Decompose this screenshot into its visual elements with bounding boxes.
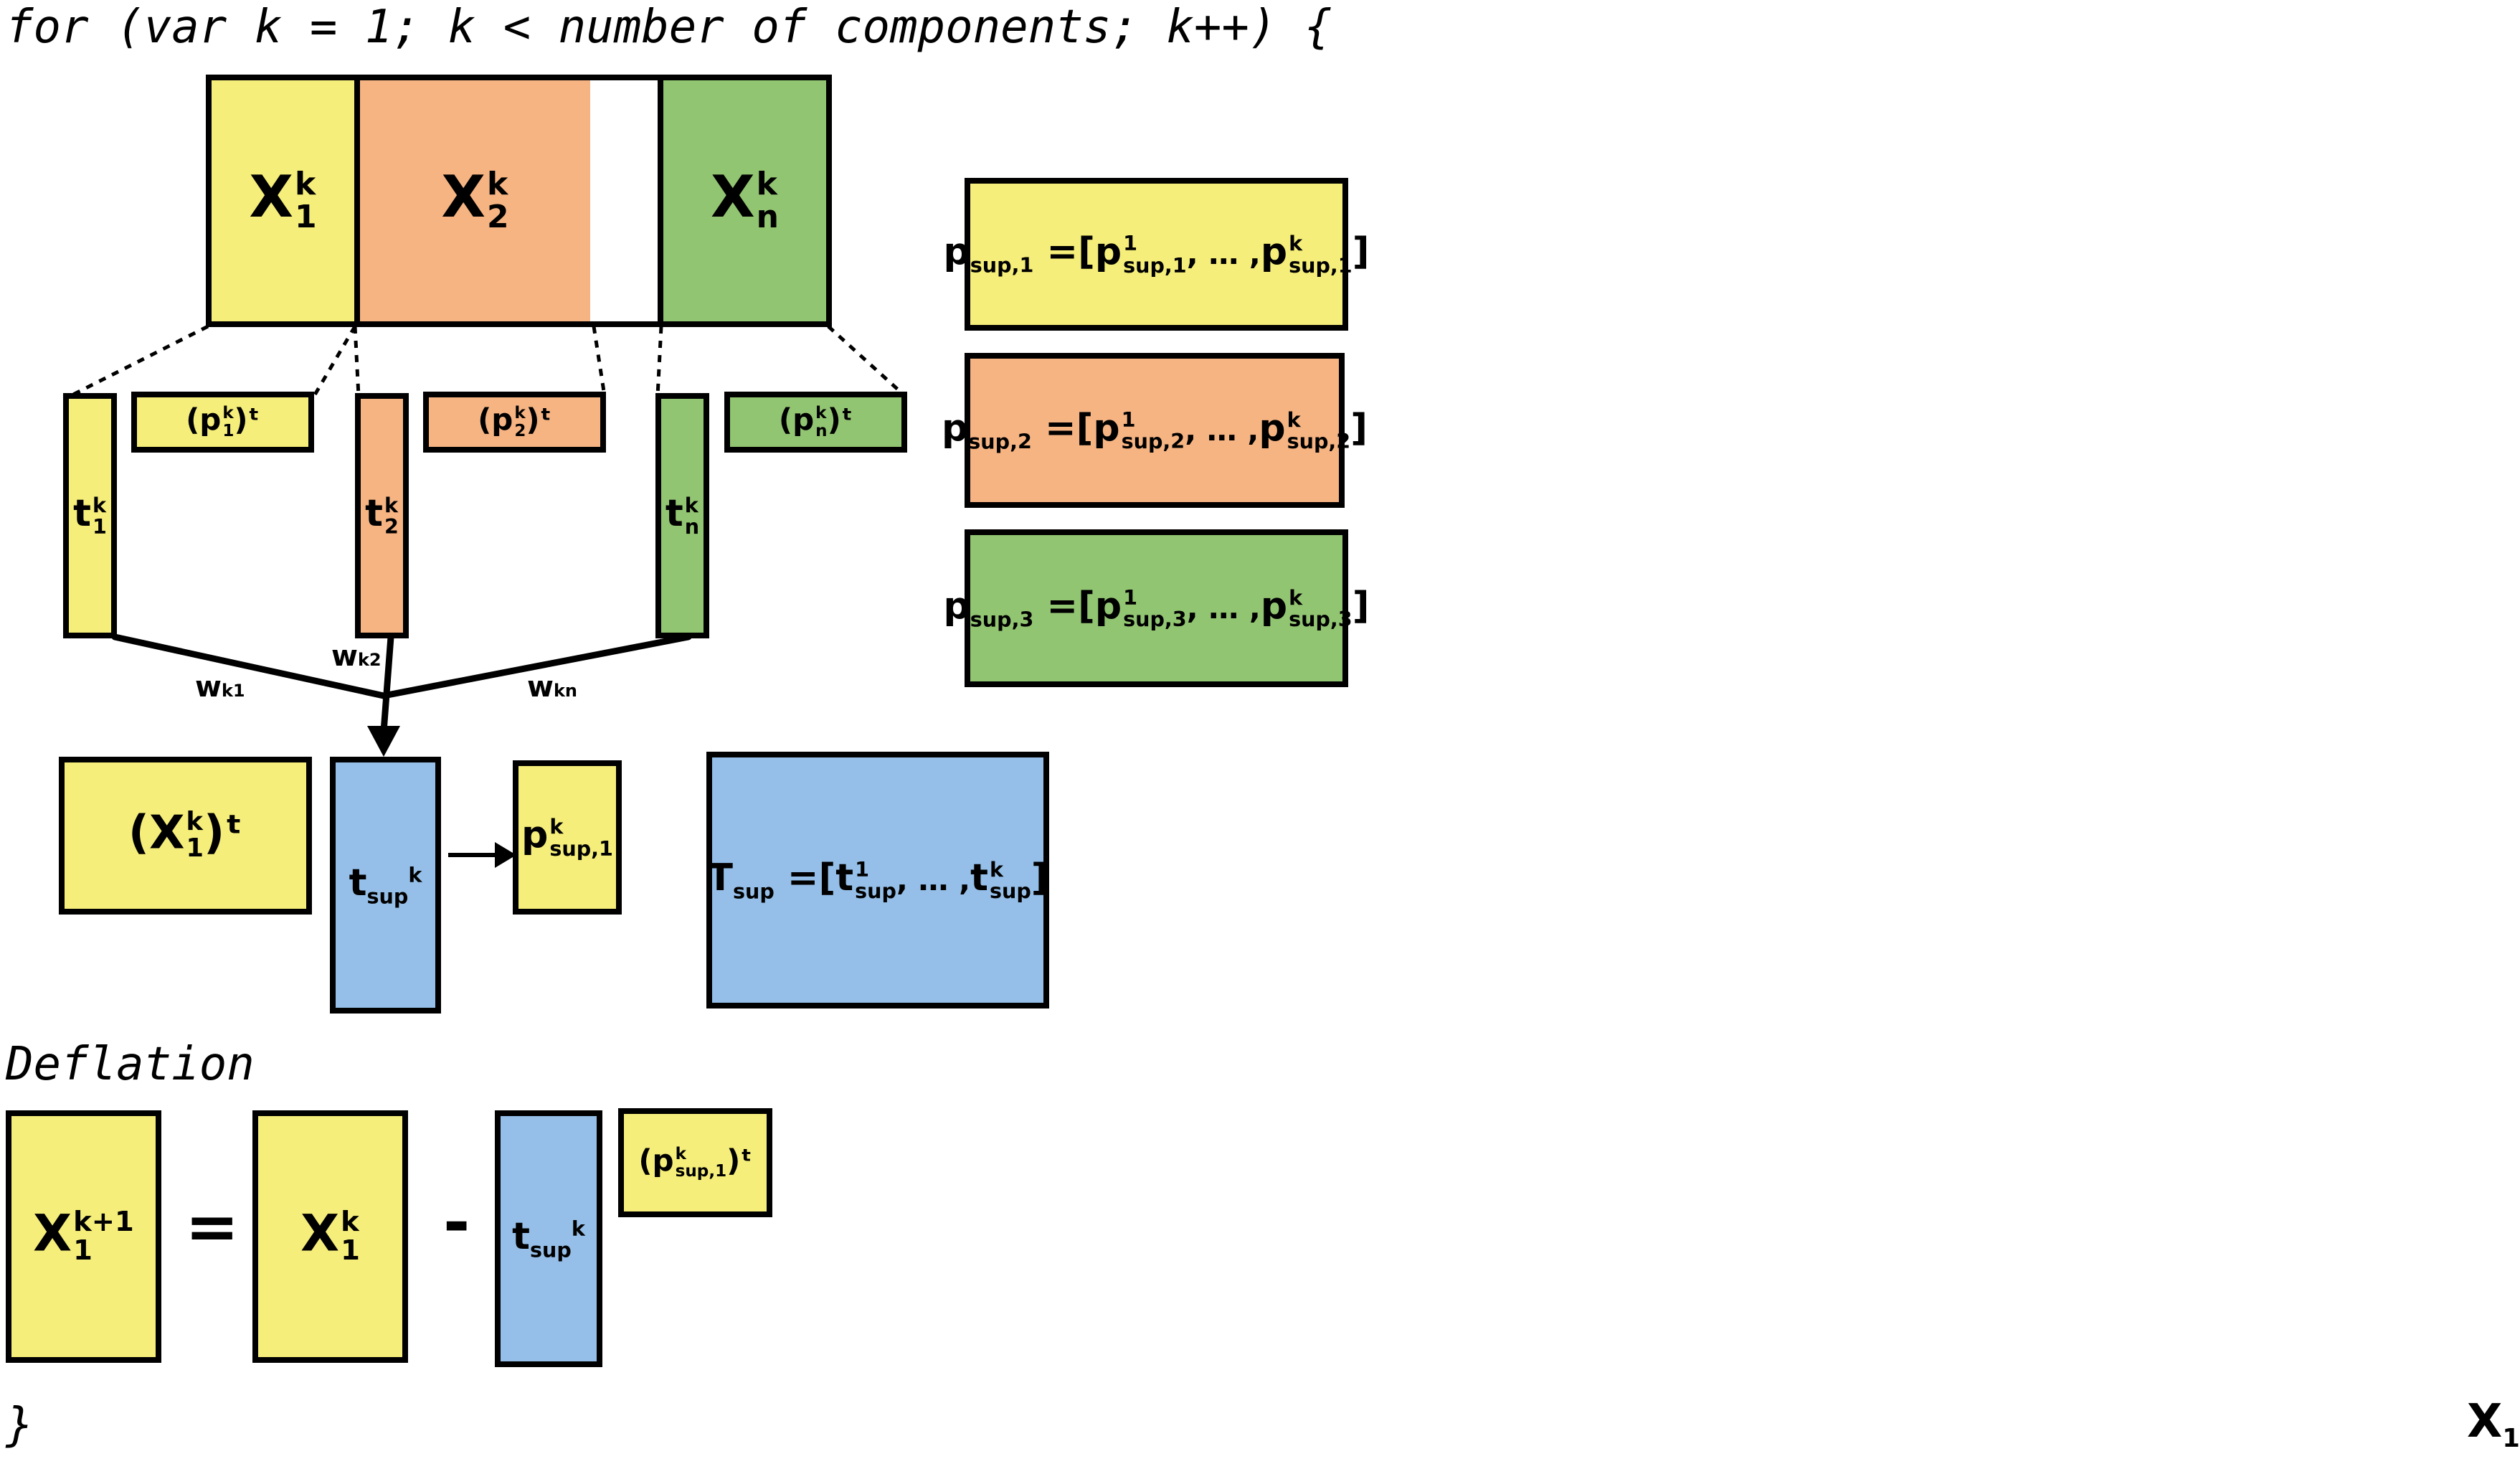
tsup-to-psup-arrowhead <box>495 842 516 868</box>
w1-line <box>111 633 387 699</box>
equals-sign: = <box>185 1189 240 1265</box>
weight-w1: wk1 <box>195 671 245 704</box>
corner-x1-label: X1 <box>2467 1395 2520 1453</box>
closing-brace: } <box>6 1399 34 1452</box>
deflation-heading: Deflation <box>6 1038 255 1091</box>
dotted-x1-right <box>312 325 357 397</box>
block-gap <box>590 75 666 327</box>
minus-sign: - <box>443 1185 470 1260</box>
dotted-xn-right <box>827 325 906 397</box>
w2-line <box>380 633 394 735</box>
weight-wn: wkn <box>527 671 578 704</box>
for-loop-header: for (var k = 1; k < number of components… <box>6 1 1332 54</box>
dotted-xn-left <box>655 326 663 397</box>
weight-w2: wk2 <box>331 640 382 673</box>
dotted-x2-right <box>592 326 607 397</box>
dotted-x2-left <box>353 326 361 397</box>
wn-line <box>380 633 692 699</box>
tsup-block: tsupk <box>330 757 441 1014</box>
deflation-tsup-block: tsupk <box>495 1110 602 1367</box>
down-arrowhead <box>367 726 400 757</box>
dotted-x1-left <box>69 324 209 398</box>
